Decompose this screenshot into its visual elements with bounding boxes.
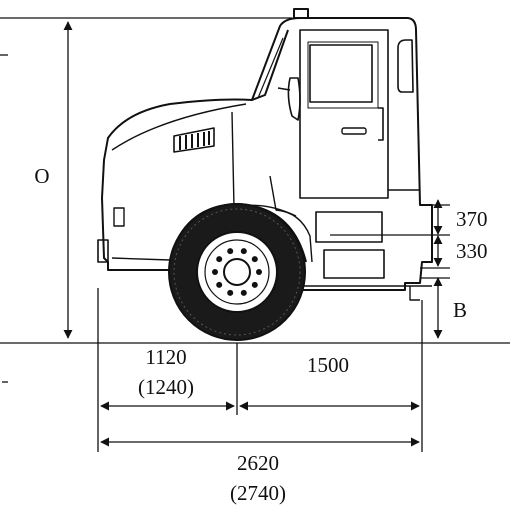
front-wheel [168, 203, 306, 341]
mirror-icon [287, 77, 301, 121]
wheel-nut [227, 289, 234, 296]
wheel-nut [227, 248, 234, 255]
wheel-hub [223, 258, 251, 286]
step-lower [323, 249, 385, 279]
label-axle-to-rear: 1500 [307, 353, 349, 377]
label-total-length: 2620 [237, 451, 279, 475]
dimension-labels: O 370 330 B 1120 (1240) 1500 2620 (2740) [34, 164, 487, 505]
grille-badge [173, 127, 215, 153]
label-overall-height: O [34, 164, 49, 188]
door-handle [341, 127, 367, 135]
windscreen-pillar [251, 29, 289, 101]
rear-window [397, 39, 414, 93]
door-window [309, 44, 373, 103]
wheel-nut [216, 281, 223, 288]
dimension-lines [0, 17, 510, 452]
grab-handle [378, 107, 384, 141]
label-B: B [453, 298, 467, 322]
wheel-nut [240, 289, 247, 296]
roof-light [293, 8, 309, 19]
wheel-nut [216, 256, 223, 263]
label-front-overhang: 1120 [145, 345, 186, 369]
side-marker [113, 207, 125, 227]
step-upper [315, 211, 383, 243]
wheel-nut [240, 248, 247, 255]
front-bumper [97, 239, 109, 263]
cab-door [299, 29, 389, 199]
wheel-nut [251, 256, 258, 263]
label-total-length-alt: (2740) [230, 481, 286, 505]
wheel-nuts [212, 248, 262, 296]
wheel-nut [251, 281, 258, 288]
wheel-nut [256, 269, 262, 275]
wheel-rim [196, 231, 278, 313]
label-330: 330 [456, 239, 488, 263]
label-front-overhang-alt: (1240) [138, 375, 194, 399]
label-370: 370 [456, 207, 488, 231]
wheel-nut [212, 269, 218, 275]
